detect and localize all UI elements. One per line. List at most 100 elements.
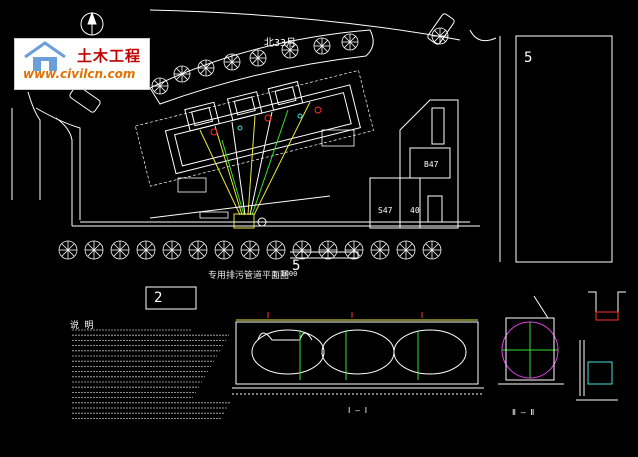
tree-branch (327, 249, 335, 257)
logo-url: www.civilcn.com (23, 67, 136, 81)
tree-branch (257, 52, 264, 59)
tree-branch (181, 73, 188, 80)
section-i-drawing (232, 312, 484, 395)
tree-branch (139, 249, 147, 257)
tree-branch (327, 243, 335, 251)
tree-branch (379, 249, 387, 257)
tree-branch (61, 243, 69, 251)
tree-branch (231, 56, 238, 63)
tree-branch (353, 249, 361, 257)
tree-branch (344, 36, 351, 43)
tree-branch (434, 35, 441, 42)
section-ii-title: Ⅱ — Ⅱ (512, 408, 535, 417)
pump-room-label-1: B47 (424, 160, 439, 169)
legend-boxes (177, 129, 355, 219)
house-logo-icon (24, 41, 66, 71)
tree-branch (154, 80, 161, 87)
tree-branch (289, 44, 296, 51)
tree-branch (67, 243, 75, 251)
tree-branch (165, 249, 173, 257)
tree-branch (321, 243, 329, 251)
building-2-outline (145, 286, 197, 310)
tree-branch (223, 249, 231, 257)
tree-branch (171, 243, 179, 251)
tree-branch (301, 249, 309, 257)
building-number-2: 2 (154, 290, 163, 306)
tree-branch (431, 249, 439, 257)
tree-branch (191, 249, 199, 257)
tree-branch (243, 249, 251, 257)
tree-branch (139, 243, 147, 251)
tree-branch (295, 249, 303, 257)
tree-branch (405, 249, 413, 257)
tree-branch (275, 249, 283, 257)
tree-branch (67, 249, 75, 257)
building-5-outline (290, 251, 359, 259)
tree-branch (252, 52, 259, 59)
north-road-label: 北33月 (264, 38, 297, 49)
tree-row-south (58, 240, 442, 260)
tree-branch (176, 68, 183, 75)
tree-branch (87, 249, 95, 257)
main-building (164, 80, 362, 175)
right-building-block (469, 29, 613, 263)
site-plan-caption-scale: 1:1000 (272, 270, 298, 278)
tree-branch (347, 249, 355, 257)
tree-branch (373, 243, 381, 251)
tree-branch (197, 243, 205, 251)
road-boundary (11, 9, 480, 227)
tree-branch (197, 249, 205, 257)
tree-branch (434, 30, 441, 37)
inspection-points (210, 106, 322, 136)
tree-branch (347, 243, 355, 251)
tree-branch (316, 45, 323, 52)
tree-branch (223, 243, 231, 251)
pump-room-label-3: 40 (410, 206, 420, 215)
section-ii-drawing (498, 295, 564, 385)
tree-branch (226, 61, 233, 68)
tree-branch (165, 243, 173, 251)
tree-row-north (151, 27, 449, 95)
tree-branch (154, 85, 161, 92)
notes-text-lines (72, 329, 230, 419)
tree-branch (257, 57, 264, 64)
tree-branch (373, 249, 381, 257)
tree-branch (284, 44, 291, 51)
logo: 土木工程 www.civilcn.com (14, 38, 150, 90)
tree-branch (252, 57, 259, 64)
tree-branch (113, 249, 121, 257)
pump-room-label-2: S47 (378, 206, 393, 215)
tree-branch (191, 243, 199, 251)
tree-branch (275, 243, 283, 251)
tree-branch (217, 249, 225, 257)
tree-branch (353, 243, 361, 251)
tree-branch (200, 67, 207, 74)
tree-branch (379, 243, 387, 251)
tree-branch (145, 243, 153, 251)
logo-title: 土木工程 (77, 47, 142, 65)
tree-branch (231, 61, 238, 68)
section-i-title: Ⅰ — Ⅰ (348, 406, 368, 415)
tree-branch (176, 73, 183, 80)
tree-branch (316, 40, 323, 47)
tree-branch (119, 243, 127, 251)
tree-branch (344, 41, 351, 48)
tree-branch (321, 45, 328, 52)
tree-branch (269, 249, 277, 257)
tree-branch (405, 243, 413, 251)
tree-branch (87, 243, 95, 251)
tree-branch (119, 249, 127, 257)
tree-branch (93, 243, 101, 251)
site-plan-caption: 专用排污管道平面图 (208, 271, 290, 281)
tree-branch (439, 30, 446, 37)
septic-tank-marker (233, 213, 255, 229)
tree-branch (61, 249, 69, 257)
tree-branch (321, 40, 328, 47)
tree-branch (349, 41, 356, 48)
tree-branch (205, 67, 212, 74)
tree-branch (289, 49, 296, 56)
tree-branch (145, 249, 153, 257)
tree-branch (399, 249, 407, 257)
tree-branch (249, 243, 257, 251)
